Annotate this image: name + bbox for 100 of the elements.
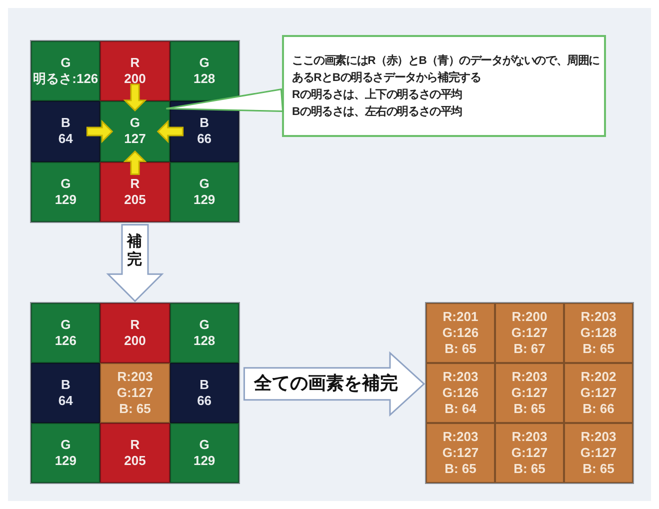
brightness-value: 200 — [124, 333, 146, 349]
channel-letter: R — [130, 55, 140, 72]
pixel-cell — [100, 423, 170, 483]
brightness-value: 200 — [124, 71, 146, 88]
rgb-value: G:127 — [580, 445, 617, 461]
rgb-value: B: 65 — [514, 461, 546, 477]
brightness-value: 127 — [124, 131, 146, 148]
rgb-value: B: 65 — [514, 401, 546, 417]
rgb-value: R:203 — [580, 429, 616, 445]
edge-label: 補完 — [127, 233, 143, 269]
channel-letter: G — [199, 55, 210, 72]
brightness-value: 129 — [54, 453, 77, 469]
channel-letter: G — [60, 55, 71, 72]
rgb-value: G:127 — [580, 385, 617, 401]
rgb-value: G:127 — [116, 385, 154, 401]
edge-label: 全ての画素を補完 — [254, 373, 399, 394]
rgb-value: G:128 — [580, 325, 617, 341]
brightness-value: 126 — [54, 333, 77, 349]
arrow — [123, 84, 147, 112]
rgb-value: R:203 — [512, 429, 548, 445]
rgb-value: B: 65 — [119, 401, 151, 417]
pixel-cell — [31, 423, 100, 483]
channel-letter: G — [199, 437, 210, 453]
pixel-cell — [495, 303, 564, 363]
rgb-value: R:203 — [580, 309, 616, 325]
rgb-value: G:126 — [442, 325, 479, 341]
pixel-cell — [426, 423, 495, 483]
block-arrow — [243, 351, 426, 417]
pixel-grid — [425, 302, 634, 484]
channel-letter: R — [130, 437, 140, 453]
channel-letter: G — [60, 176, 71, 192]
brightness-value: 205 — [124, 192, 146, 208]
arrow — [156, 120, 184, 144]
pixel-cell — [426, 363, 495, 423]
brightness-value: 128 — [193, 333, 216, 349]
brightness-value: 64 — [58, 131, 73, 148]
leader-line — [165, 88, 284, 112]
rgb-value: B: 64 — [444, 401, 476, 417]
rgb-value: R:200 — [512, 309, 548, 325]
rgb-value: B: 67 — [514, 341, 546, 357]
brightness-value: 129 — [54, 192, 77, 208]
pixel-cell — [495, 363, 564, 423]
pixel-cell — [564, 303, 633, 363]
brightness-value: 明るさ:126 — [33, 71, 98, 88]
pixel-cell — [170, 303, 239, 363]
pixel-cell — [31, 162, 100, 222]
callout-box — [282, 35, 606, 137]
channel-letter: R — [130, 176, 140, 192]
pixel-cell — [170, 162, 239, 222]
rgb-value: G:127 — [511, 385, 548, 401]
pixel-cell — [31, 363, 100, 423]
rgb-value: R:201 — [442, 309, 478, 325]
callout-text: Bの明るさは、左右の明るさの平均 — [292, 104, 463, 120]
brightness-value: 129 — [193, 192, 216, 208]
block-arrow — [106, 224, 164, 302]
pixel-cell — [495, 423, 564, 483]
channel-letter: G — [199, 176, 210, 192]
brightness-value: 129 — [193, 453, 216, 469]
rgb-value: B: 66 — [582, 401, 614, 417]
brightness-value: 205 — [124, 453, 146, 469]
rgb-value: G:127 — [511, 445, 548, 461]
brightness-value: 66 — [197, 393, 212, 409]
rgb-value: G:127 — [511, 325, 548, 341]
brightness-value: 66 — [197, 131, 212, 148]
rgb-value: R:203 — [512, 369, 548, 385]
pixel-grid — [30, 302, 240, 484]
channel-letter: B — [60, 377, 70, 393]
pixel-cell — [170, 423, 239, 483]
pixel-grid — [30, 40, 240, 223]
rgb-value: R:203 — [442, 429, 478, 445]
arrow — [123, 150, 147, 176]
pixel-cell — [170, 41, 239, 102]
rgb-value: G:126 — [442, 385, 479, 401]
rgb-value: R:203 — [442, 369, 478, 385]
rgb-value: B: 65 — [444, 461, 476, 477]
rgb-value: R:203 — [117, 369, 153, 385]
rgb-value: B: 65 — [444, 341, 476, 357]
pixel-cell — [31, 41, 100, 102]
channel-letter: G — [60, 437, 71, 453]
pixel-cell — [31, 303, 100, 363]
pixel-cell — [564, 363, 633, 423]
rgb-value: R:202 — [580, 369, 616, 385]
channel-letter: B — [60, 115, 70, 132]
pixel-cell — [100, 162, 170, 222]
arrow — [86, 120, 114, 144]
pixel-cell — [170, 363, 239, 423]
pixel-cell — [100, 303, 170, 363]
brightness-value: 128 — [193, 71, 216, 88]
pixel-cell — [100, 41, 170, 102]
channel-letter: G — [130, 115, 140, 132]
channel-letter: R — [130, 317, 140, 333]
rgb-value: B: 65 — [582, 461, 614, 477]
callout-text: ここの画素にはR（赤）とB（青）のデータがないので、周囲にあるRとBの明るさデータから補完する — [292, 53, 600, 86]
channel-letter: G — [199, 317, 210, 333]
channel-letter: B — [200, 377, 210, 393]
channel-letter: G — [60, 317, 71, 333]
pixel-cell — [426, 303, 495, 363]
pixel-cell — [564, 423, 633, 483]
pixel-cell — [31, 101, 100, 162]
channel-letter: B — [200, 115, 210, 132]
